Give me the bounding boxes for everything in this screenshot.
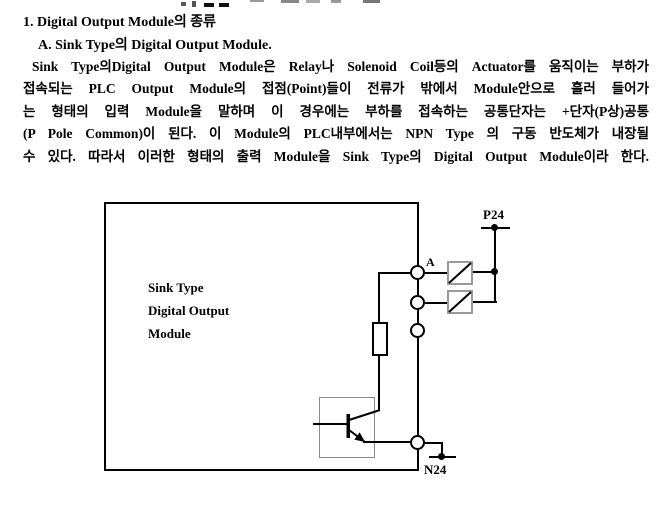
cropped-text-fragment: [250, 0, 264, 2]
module-label-line2: Digital Output: [148, 303, 230, 318]
cropped-text-fragment: [306, 0, 320, 3]
wire-n24-drop: [441, 442, 443, 457]
subsection-heading: A. Sink Type의 Digital Output Module.: [38, 38, 272, 53]
paragraph-line: 수 있다. 따라서 이러한 형태의 출력 Module을 Sink Type의 …: [23, 148, 649, 164]
p24-label: P24: [483, 207, 504, 222]
terminal-point-3: [410, 323, 425, 338]
load1-symbol: [447, 261, 473, 285]
paragraph-line: (P Pole Common)이 된다. 이 Module의 PLC내부에서는 …: [23, 126, 649, 142]
cropped-text-fragment: [219, 3, 229, 7]
load2-diagonal-line: [448, 291, 472, 313]
wire-load2-to-rail: [473, 301, 497, 303]
paragraph-line: 접속되는 PLC Output Module의 접점(Point)들이 전류가 …: [23, 81, 649, 97]
load1-diagonal: [448, 262, 472, 284]
transistor-emitter-arrow: [354, 432, 365, 442]
cropped-text-fragment: [281, 0, 299, 3]
terminal-point-2: [410, 295, 425, 310]
module-label-line3: Module: [148, 326, 191, 341]
cropped-text-fragment: [181, 2, 186, 6]
wire-terminal-a-to-load1: [425, 272, 447, 274]
npn-transistor-symbol: [313, 409, 381, 443]
cropped-text-fragment: [192, 1, 196, 7]
cropped-text-fragment: [363, 0, 380, 3]
transistor-collector-lead: [348, 409, 381, 421]
wire-common-to-n24: [425, 442, 443, 444]
paragraph-line: Sink Type의Digital Output Module은 Relay나 …: [32, 59, 649, 74]
wire-collector: [378, 356, 380, 411]
load1-diagonal-line: [448, 262, 472, 284]
wire-resistor-top: [378, 272, 380, 322]
p24-rail-dot: [491, 224, 498, 231]
transistor-base-bar: [346, 414, 350, 438]
cropped-text-fragment: [331, 0, 341, 3]
wire-emitter-to-terminal: [363, 441, 411, 443]
wire-p24-rail: [494, 228, 496, 303]
terminal-a-label: A: [426, 255, 435, 269]
n24-rail-dot: [438, 453, 445, 460]
wire-load1-to-rail: [473, 271, 496, 273]
module-label-line1: Sink Type: [148, 280, 204, 295]
junction-dot: [491, 268, 498, 275]
section-heading: 1. Digital Output Module의 종류: [23, 15, 217, 30]
wire-terminal-a-internal: [379, 272, 412, 274]
paragraph-line: 는 형태의 입력 Module을 말하며 이 경우에는 부하를 접속하는 공통단…: [23, 103, 649, 119]
n24-label: N24: [424, 462, 447, 477]
module-outline-box: [104, 202, 419, 471]
load2-diagonal: [448, 291, 472, 313]
resistor-symbol: [372, 322, 388, 356]
load2-symbol: [447, 290, 473, 314]
body-paragraph: Sink Type의Digital Output Module은 Relay나 …: [23, 56, 649, 168]
terminal-point-a: [410, 265, 425, 280]
transistor-enclosure-box: [319, 397, 375, 458]
terminal-point-common: [410, 435, 425, 450]
wire-terminal2-to-load2: [425, 302, 447, 304]
cropped-text-fragment: [204, 3, 214, 7]
